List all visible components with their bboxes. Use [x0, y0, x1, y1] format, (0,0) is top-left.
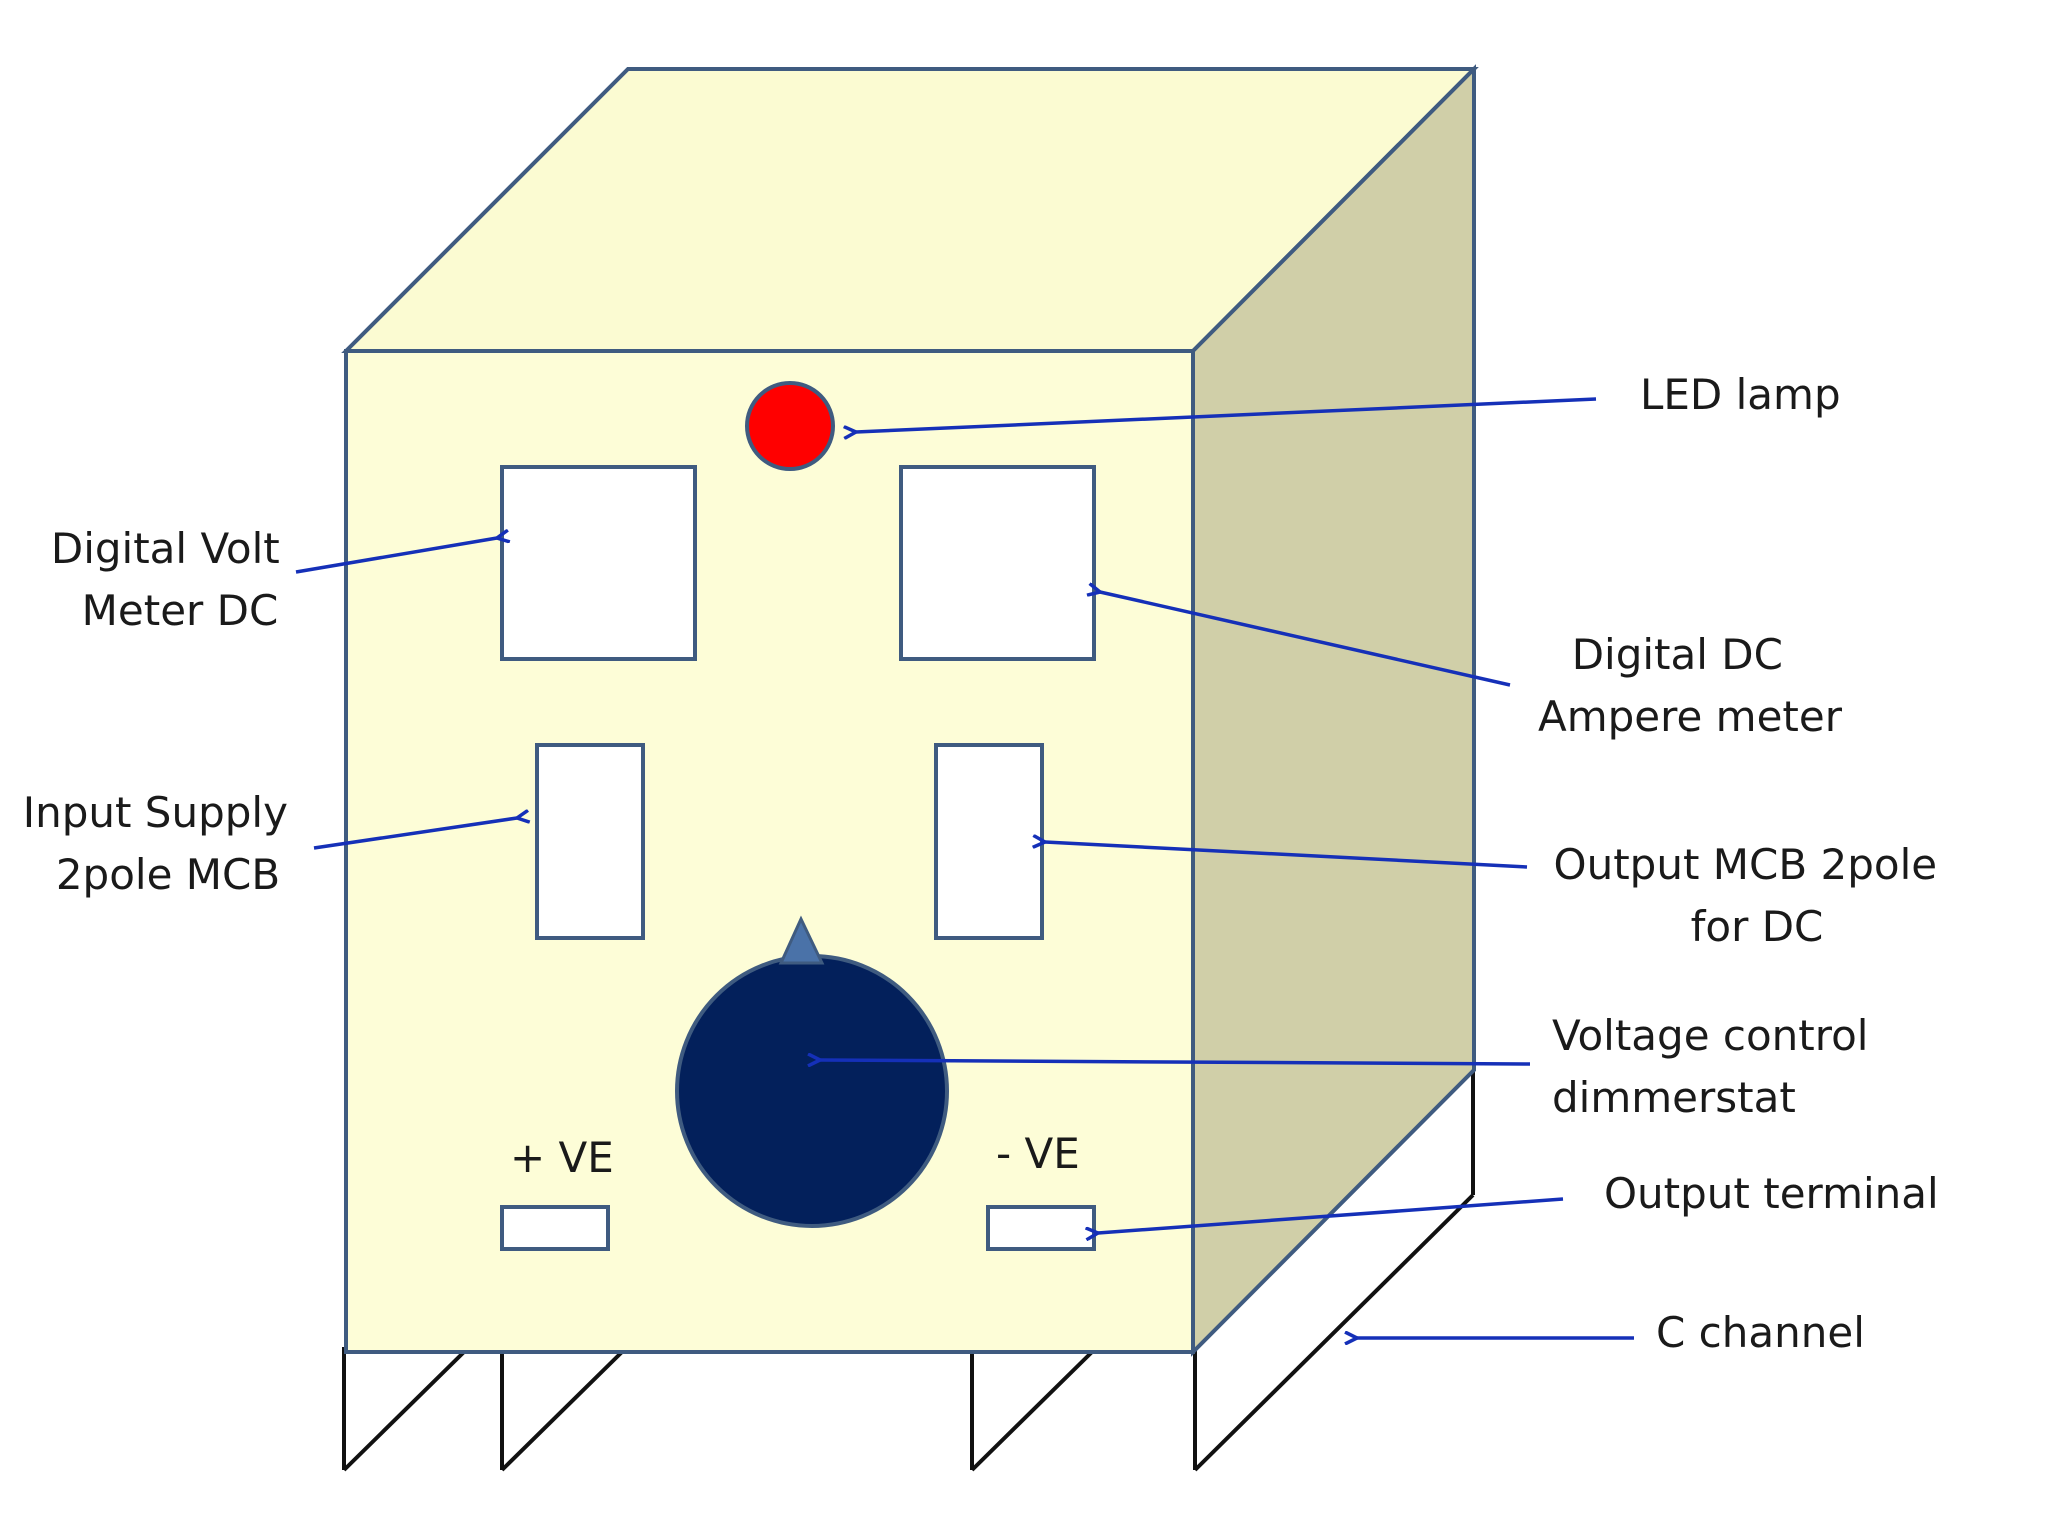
output-terminal-label: Output terminal [1604, 1169, 1939, 1218]
c-channel [342, 1070, 1475, 1472]
leader-lines [295, 397, 1634, 1338]
leader-led-lamp [856, 397, 1597, 432]
c-channel-label: C channel [1656, 1308, 1865, 1357]
dimmerstat-pointer [778, 915, 825, 965]
dimmerstat-label: Voltage control dimmerstat [1552, 1011, 1882, 1122]
volt-meter-label: Digital Volt Meter DC [51, 524, 293, 635]
positive-output-terminal [500, 1205, 610, 1251]
positive-terminal-label: + VE [510, 1133, 614, 1182]
leader-dimmerstat [820, 1060, 1531, 1064]
led-lamp [745, 381, 835, 471]
dimmerstat-knob [675, 954, 949, 1228]
negative-terminal-label: - VE [996, 1129, 1080, 1178]
output-mcb [934, 743, 1044, 940]
leader-volt-meter [295, 538, 497, 574]
leader-output-mcb [1045, 842, 1528, 869]
output-mcb-label: Output MCB 2pole for DC [1554, 840, 1951, 951]
leader-ampere-meter [1100, 592, 1511, 687]
input-mcb-label: Input Supply 2pole MCB [23, 788, 302, 899]
leader-input-mcb [313, 818, 517, 850]
volt-meter-window [500, 465, 697, 661]
leader-output-terminal [1098, 1197, 1564, 1233]
ampere-meter-label: Digital DC Ampere meter [1538, 630, 1843, 741]
ampere-meter-window [899, 465, 1096, 661]
negative-output-terminal [986, 1205, 1096, 1251]
led-lamp-label: LED lamp [1640, 370, 1841, 419]
input-mcb [535, 743, 645, 940]
